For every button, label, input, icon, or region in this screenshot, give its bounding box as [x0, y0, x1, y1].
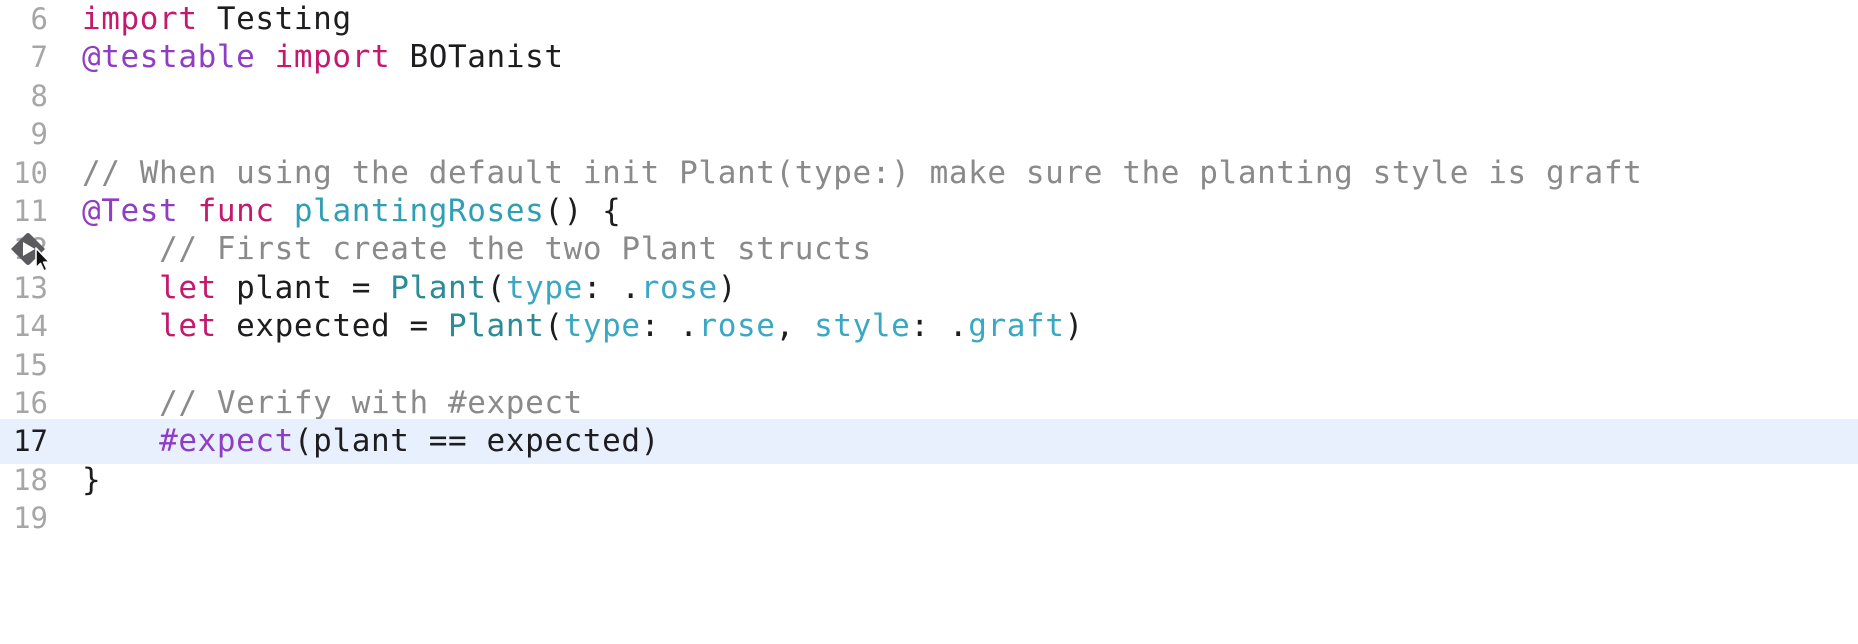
code-text[interactable]: @testable import BOTanist — [82, 39, 564, 76]
line-number: 17 — [13, 424, 48, 459]
line-number: 10 — [13, 155, 48, 190]
line-number: 9 — [30, 117, 48, 152]
current-code-line[interactable]: 17 #expect(plant == expected) — [0, 419, 1858, 465]
code-text[interactable]: #expect(plant == expected) — [159, 423, 660, 460]
line-number: 8 — [30, 78, 48, 113]
code-text[interactable]: // First create the two Plant structs — [159, 231, 872, 268]
code-line[interactable]: 13 let plant = Plant(type: .rose) — [0, 266, 1858, 311]
code-line[interactable]: 16 // Verify with #expect — [0, 381, 1858, 426]
line-number: 7 — [30, 40, 48, 75]
code-line[interactable]: 7 @testable import BOTanist — [0, 35, 1858, 80]
code-line[interactable]: 6 import Testing — [0, 0, 1858, 42]
line-number: 19 — [13, 501, 48, 536]
line-number: 6 — [30, 2, 48, 36]
code-line[interactable]: 18} — [0, 458, 1858, 503]
line-number: 14 — [13, 309, 48, 344]
code-line[interactable]: 12 // First create the two Plant structs — [0, 227, 1858, 272]
code-line[interactable]: 15 — [0, 343, 1858, 388]
run-test-button[interactable] — [6, 228, 52, 272]
line-number: 18 — [13, 462, 48, 497]
code-text[interactable]: import Testing — [82, 1, 352, 37]
code-line[interactable]: 19 — [0, 496, 1858, 541]
code-text[interactable]: // When using the default init Plant(typ… — [82, 154, 1643, 191]
line-number: 16 — [13, 386, 48, 420]
code-text[interactable]: // Verify with #expect — [159, 385, 583, 421]
code-line[interactable]: 11 @Test func plantingRoses() { — [0, 189, 1858, 234]
run-test-diamond-icon — [11, 233, 51, 272]
code-text[interactable]: @Test func plantingRoses() { — [82, 193, 622, 229]
code-line[interactable]: 8 — [0, 74, 1858, 119]
line-number: 11 — [13, 194, 48, 228]
code-text[interactable]: let plant = Plant(type: .rose) — [159, 269, 738, 306]
code-text[interactable]: let expected = Plant(type: .rose, style:… — [159, 308, 1084, 345]
code-line[interactable]: 9 — [0, 112, 1858, 157]
code-text[interactable]: } — [82, 461, 102, 498]
line-number: 13 — [13, 270, 48, 305]
line-number: 15 — [13, 347, 48, 382]
code-line[interactable]: 10 // When using the default init Plant(t… — [0, 151, 1858, 196]
code-line[interactable]: 14 let expected = Plant(type: .rose, sty… — [0, 304, 1858, 349]
